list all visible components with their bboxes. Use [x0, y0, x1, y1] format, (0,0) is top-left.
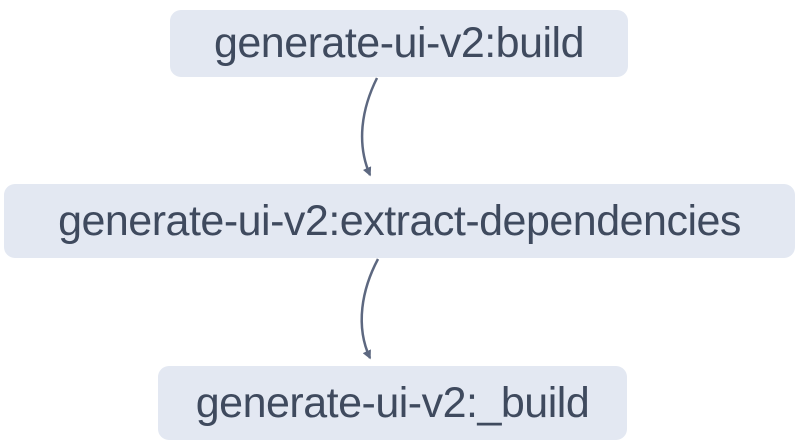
arrow-build-to-extract-dependencies [360, 77, 379, 177]
arrow-extract-dependencies-to-underscore-build [360, 258, 380, 360]
node-generate-ui-v2-underscore-build: generate-ui-v2:_build [158, 366, 627, 440]
node-label: generate-ui-v2:_build [195, 378, 590, 427]
node-generate-ui-v2-build: generate-ui-v2:build [170, 10, 628, 77]
node-generate-ui-v2-extract-dependencies: generate-ui-v2:extract-dependencies [4, 184, 795, 258]
node-label: generate-ui-v2:build [213, 19, 585, 67]
node-label: generate-ui-v2:extract-dependencies [58, 196, 741, 245]
